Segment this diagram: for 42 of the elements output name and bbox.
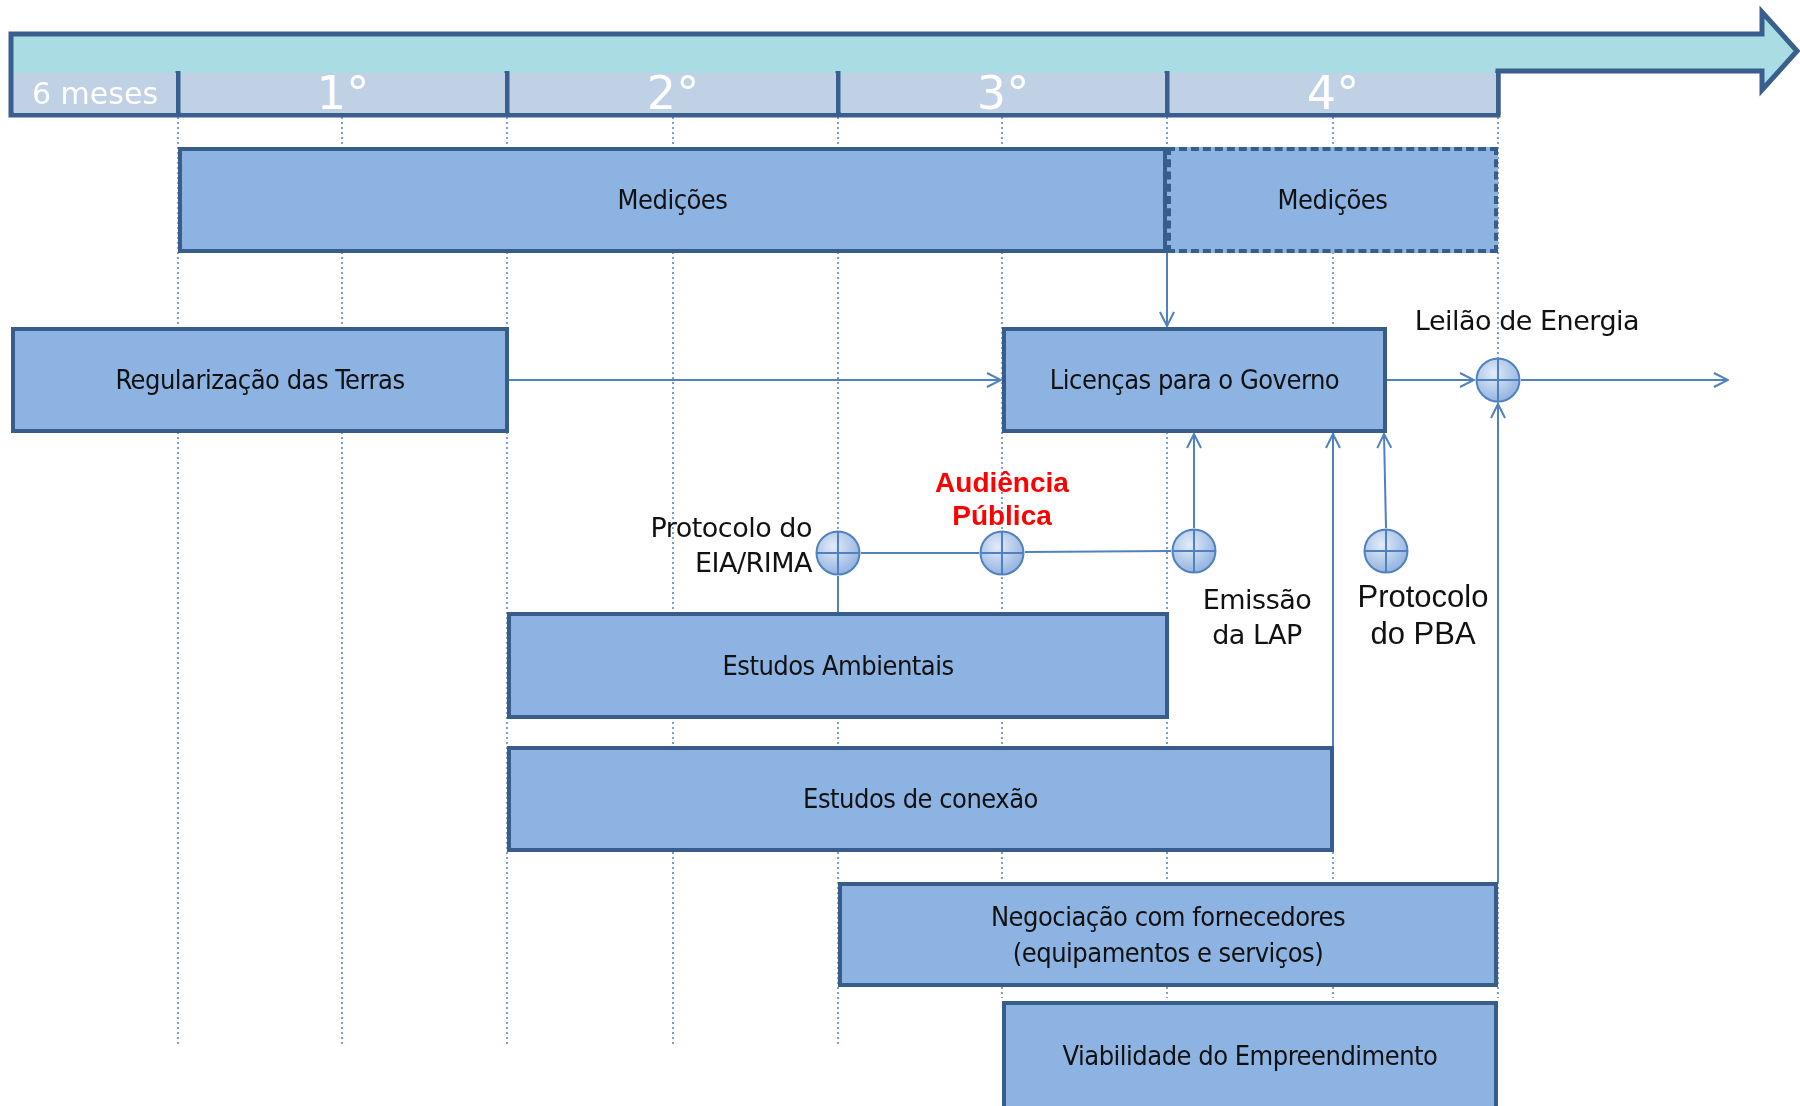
arrow xyxy=(1376,433,1393,529)
task-bar xyxy=(507,612,1169,719)
arrow xyxy=(1386,372,1475,388)
period-label: 4° xyxy=(1306,66,1360,120)
period-label: 3° xyxy=(976,66,1030,120)
arrow xyxy=(1520,372,1729,388)
timeline-cell xyxy=(510,73,836,113)
task-label: Estudos de conexão xyxy=(803,782,1038,817)
milestone-label: Emissão da LAP xyxy=(1201,583,1313,653)
connector-line xyxy=(860,552,980,554)
period-label: 6 meses xyxy=(32,75,158,111)
timeline-cell xyxy=(14,73,176,113)
timeline-cell xyxy=(1170,73,1496,113)
period-label: 1° xyxy=(316,66,370,120)
arrow xyxy=(508,372,1002,388)
task-bar xyxy=(838,882,1498,987)
milestone-label: Protocolo do EIA/RIMA xyxy=(649,511,812,581)
connector-line xyxy=(837,575,839,613)
task-label: Medições xyxy=(617,183,728,218)
timeline-cell xyxy=(181,73,505,113)
task-label: Estudos Ambientais xyxy=(722,648,954,683)
task-bar xyxy=(178,147,1167,253)
task-label: Medições xyxy=(1277,183,1388,218)
arrow xyxy=(1186,433,1202,529)
task-label: Licenças para o Governo xyxy=(1049,363,1340,398)
highlight-label: Audiência Pública xyxy=(934,465,1070,533)
task-label: Negociação com fornecedores (equipamentos e serviços) xyxy=(989,900,1347,970)
task-bar xyxy=(11,327,509,433)
milestone-label: Protocolo do PBA xyxy=(1356,578,1490,653)
milestone-label: Leilão de Energia xyxy=(1413,303,1641,338)
task-label: Viabilidade do Empreendimento xyxy=(1062,1039,1438,1074)
task-bar xyxy=(1002,1001,1498,1106)
task-bar xyxy=(1002,327,1387,433)
arrow xyxy=(1159,252,1175,327)
timeline-cell xyxy=(841,73,1165,113)
task-bar xyxy=(1167,147,1498,253)
task-label: Regularização das Terras xyxy=(115,363,405,398)
connector-line xyxy=(1024,550,1172,553)
task-bar xyxy=(507,746,1334,852)
period-label: 2° xyxy=(646,66,700,120)
arrow xyxy=(1325,433,1341,747)
arrow xyxy=(1490,403,1506,883)
